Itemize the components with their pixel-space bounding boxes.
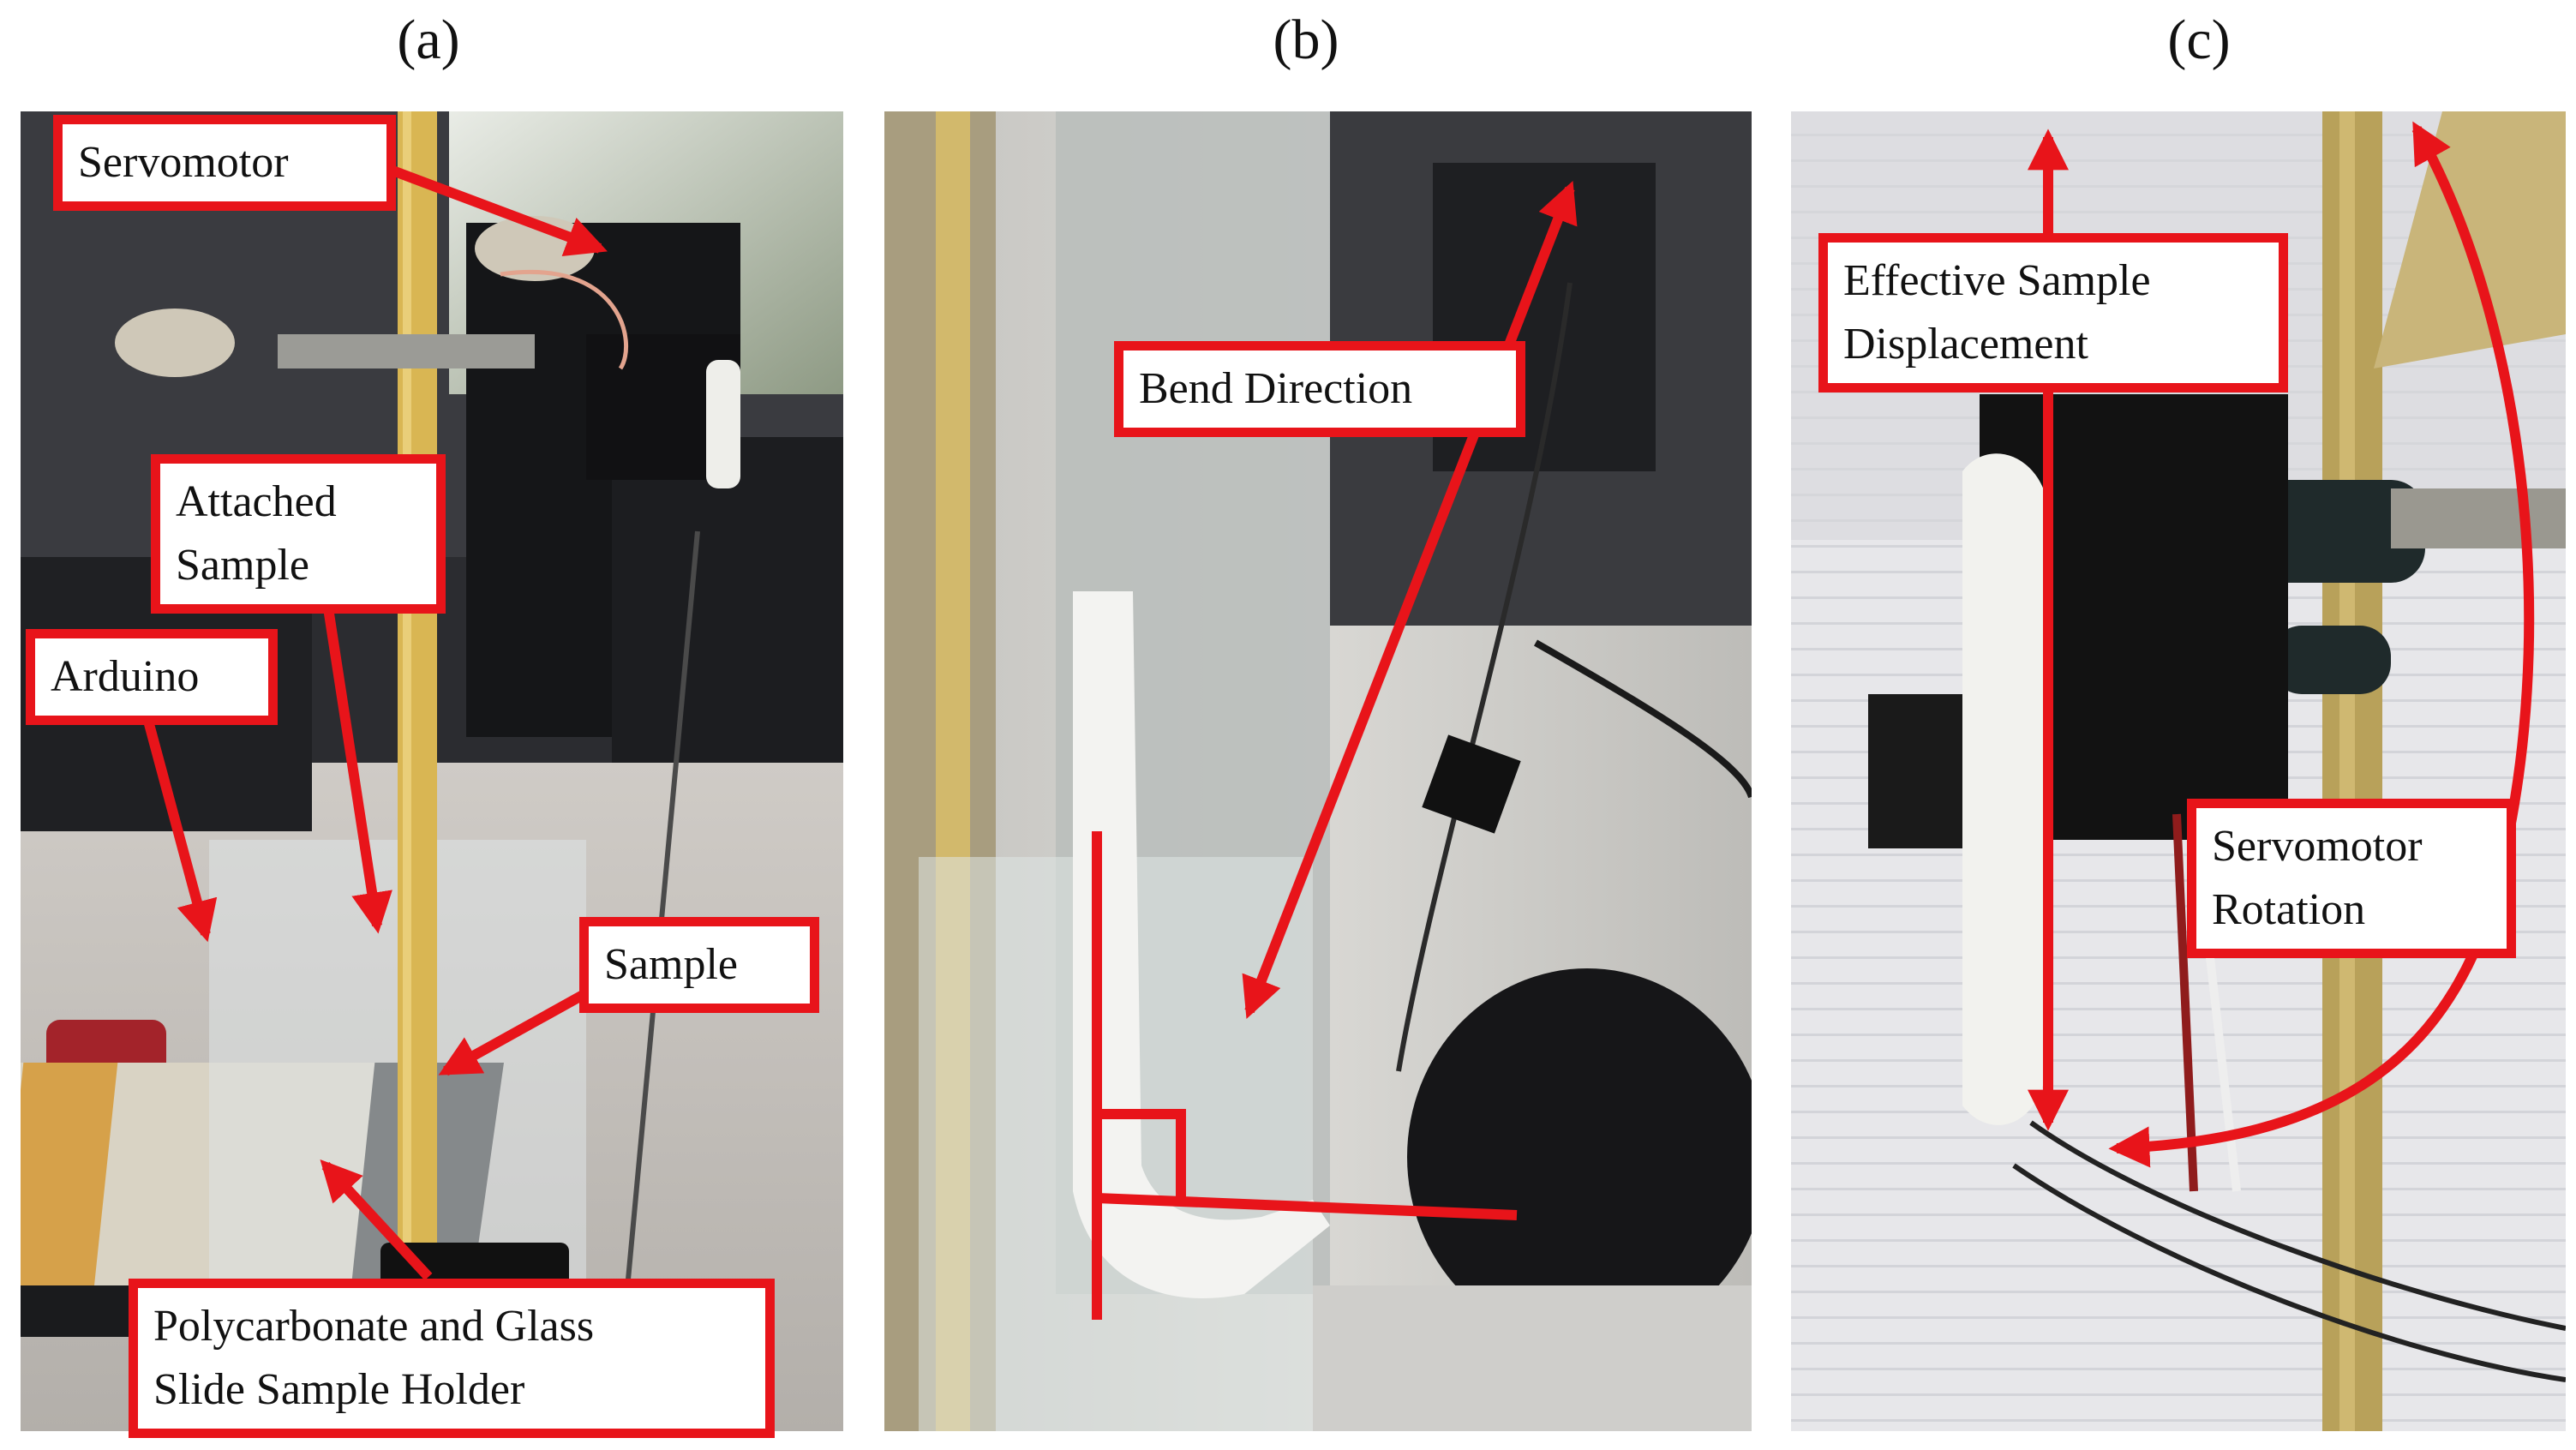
callout-servomotor-text: Servomotor xyxy=(78,138,289,187)
callout-sample-text: Sample xyxy=(604,940,738,989)
photo-panel-b xyxy=(884,111,1752,1431)
callout-arduino: Arduino xyxy=(26,629,278,725)
callout-servomotor-rotation: Servomotor Rotation xyxy=(2187,799,2516,958)
callout-bend-direction: Bend Direction xyxy=(1114,341,1525,437)
callout-sample: Sample xyxy=(579,917,819,1013)
callout-holder-line1: Polycarbonate and Glass xyxy=(153,1302,595,1351)
panel-label-c: (c) xyxy=(2167,9,2231,71)
callout-effective-displacement-line2: Displacement xyxy=(1843,320,2088,368)
callout-effective-displacement: Effective Sample Displacement xyxy=(1818,233,2288,392)
panel-label-a: (a) xyxy=(397,9,460,71)
photo-b-scene xyxy=(884,111,1752,1431)
callout-attached-sample-line2: Sample xyxy=(176,541,309,590)
callout-holder-line2: Slide Sample Holder xyxy=(153,1365,525,1414)
callout-bend-direction-text: Bend Direction xyxy=(1139,364,1413,413)
callout-servomotor-rotation-line1: Servomotor xyxy=(2212,822,2423,871)
callout-servomotor: Servomotor xyxy=(53,115,396,211)
callout-effective-displacement-line1: Effective Sample xyxy=(1843,256,2151,305)
photo-panel-a xyxy=(21,111,843,1431)
callout-servomotor-rotation-line2: Rotation xyxy=(2212,885,2366,934)
callout-attached-sample: Attached Sample xyxy=(151,454,446,614)
photo-a-scene xyxy=(21,111,843,1431)
callout-holder: Polycarbonate and Glass Slide Sample Hol… xyxy=(129,1279,775,1438)
callout-arduino-text: Arduino xyxy=(51,652,200,701)
callout-attached-sample-line1: Attached xyxy=(176,477,337,526)
panel-label-b: (b) xyxy=(1273,9,1339,71)
